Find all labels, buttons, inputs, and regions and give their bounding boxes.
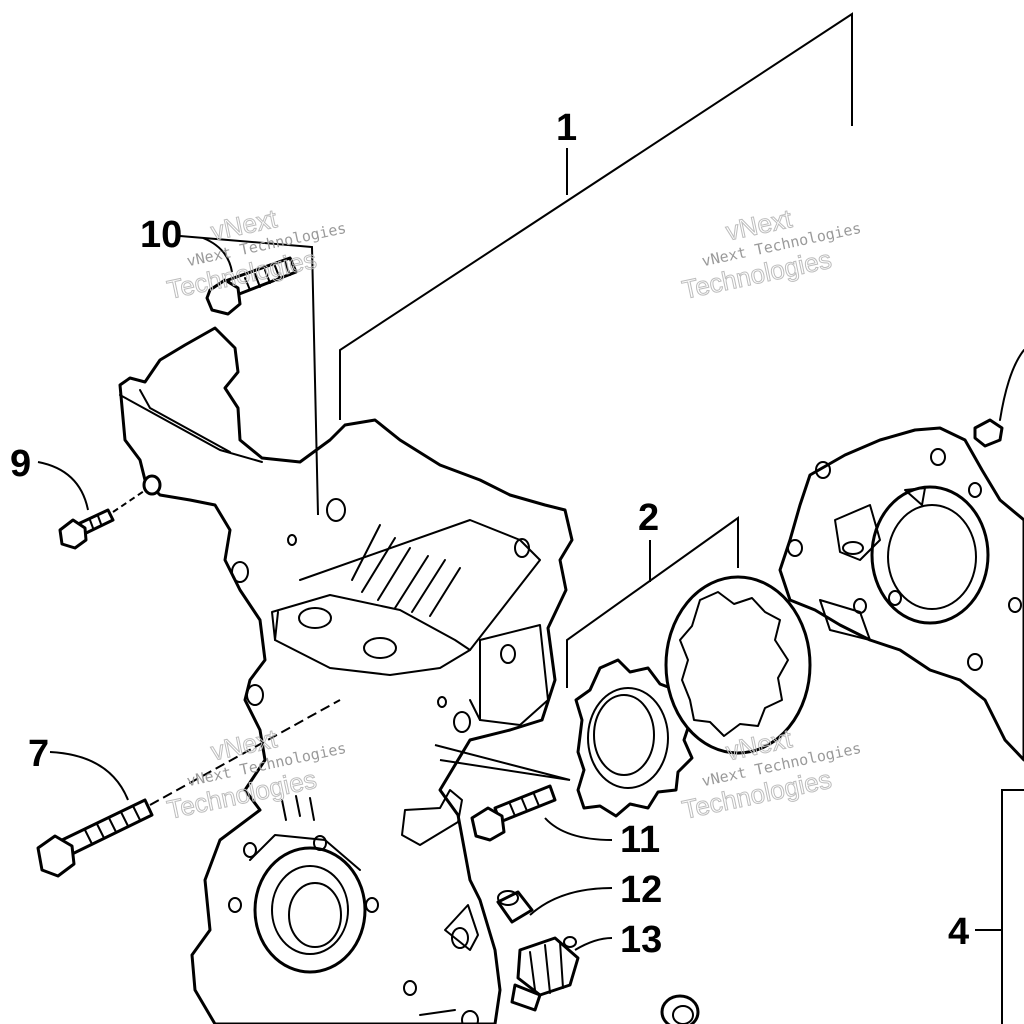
callout-7: 7: [28, 733, 49, 775]
washer-small: [660, 994, 700, 1024]
front-cover-housing: [118, 326, 574, 1024]
callout-12: 12: [620, 869, 662, 911]
bolt-11: [470, 784, 557, 842]
inner-rotor: [574, 658, 694, 818]
callout-1: 1: [556, 107, 577, 149]
callout-10: 10: [140, 214, 182, 256]
leader-lines: [37, 12, 1024, 1024]
callout-labels: 1 10 9 2 7 11 12 13 4: [10, 107, 969, 961]
dowel-12: [496, 890, 534, 924]
bolt-9: [58, 508, 115, 550]
oil-pump-housing: [778, 349, 1024, 762]
callout-9: 9: [10, 443, 31, 485]
callout-13: 13: [620, 919, 662, 961]
outer-rotor: [664, 575, 812, 755]
callout-2: 2: [638, 497, 659, 539]
callout-4: 4: [948, 911, 969, 953]
callout-11: 11: [620, 819, 660, 861]
oil-pressure-switch-13: [510, 936, 580, 1012]
bolt-7: [36, 798, 154, 878]
watermark-top-right: vNext vNext Technologies Technologies: [679, 203, 863, 306]
bolt-10: [205, 256, 298, 316]
